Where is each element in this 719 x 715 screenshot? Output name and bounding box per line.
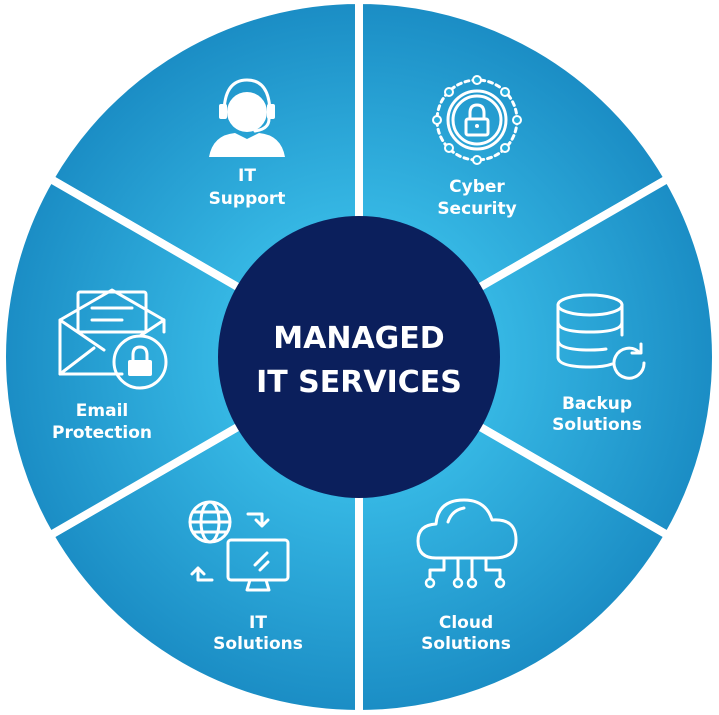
segment-label-line2: Solutions <box>421 634 511 654</box>
wedge-email-protection[interactable] <box>0 173 368 541</box>
center-circle <box>218 216 500 498</box>
globe-monitor-icon <box>188 500 290 592</box>
segment-label-line2: Solutions <box>552 415 642 435</box>
segment-email-protection[interactable]: Email Protection <box>52 288 168 443</box>
segment-label-line2: Protection <box>52 423 152 443</box>
segment-label-line1: IT <box>238 166 256 186</box>
segment-label-line1: Cyber <box>449 177 505 197</box>
segment-backup-solutions[interactable]: Backup Solutions <box>552 293 646 435</box>
cloud-network-icon <box>416 498 518 589</box>
segment-cloud-solutions[interactable]: Cloud Solutions <box>416 498 518 654</box>
segment-label-line2: Solutions <box>213 634 303 654</box>
segment-label-line1: Cloud <box>439 613 493 633</box>
center-title-line1: MANAGED <box>273 321 444 356</box>
segment-label-line1: Email <box>76 401 128 421</box>
segment-label-line2: Security <box>437 199 516 219</box>
envelope-lock-icon <box>58 288 168 390</box>
headset-user-icon <box>209 78 285 157</box>
segment-label-line1: IT <box>249 613 267 633</box>
segment-it-solutions[interactable]: IT Solutions <box>188 500 303 654</box>
segment-label-line2: Support <box>209 189 286 209</box>
segment-it-support[interactable]: IT Support <box>209 78 286 209</box>
segment-label-line1: Backup <box>562 394 632 414</box>
wedge-backup-solutions[interactable] <box>351 173 719 541</box>
segment-cyber-security[interactable]: Cyber Security <box>432 75 522 219</box>
padlock-network-icon <box>432 75 522 165</box>
database-refresh-icon <box>556 293 646 380</box>
center-title-line2: IT SERVICES <box>256 365 462 400</box>
